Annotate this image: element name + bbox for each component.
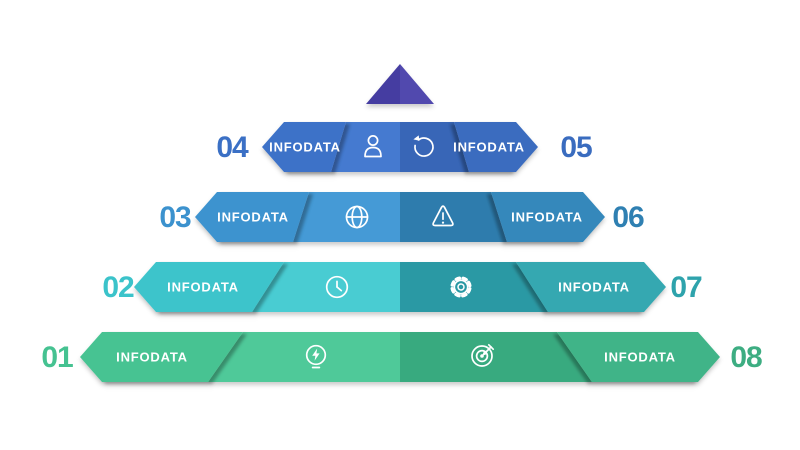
row1-right-banner xyxy=(454,122,538,172)
row1-left-banner xyxy=(262,122,346,172)
row2-right-number: 06 xyxy=(612,201,644,234)
row4-right-banner xyxy=(557,332,720,382)
row3-right-segment xyxy=(400,262,548,312)
row2-left-number: 03 xyxy=(159,201,191,234)
row1-right-number: 05 xyxy=(560,131,592,164)
apex-right-half xyxy=(400,64,434,104)
row4-right-label: INFODATA xyxy=(604,350,676,365)
row3-left-banner xyxy=(134,262,284,312)
gear-icon xyxy=(450,276,472,298)
row4-right-number: 08 xyxy=(730,341,762,374)
row4-right-segment xyxy=(400,332,592,382)
row3-left-label: INFODATA xyxy=(167,280,239,295)
target-icon xyxy=(471,343,495,367)
globe-icon xyxy=(345,205,369,229)
row2-left-banner xyxy=(195,192,309,242)
row2-right-segment xyxy=(400,192,507,242)
row1-left-segment xyxy=(331,122,400,172)
pyramid-row-1 xyxy=(262,122,538,172)
row3-right-banner xyxy=(516,262,666,312)
row3-right-label: INFODATA xyxy=(558,280,630,295)
idea-icon xyxy=(305,344,327,369)
row4-left-number: 01 xyxy=(41,341,73,374)
row4-left-banner xyxy=(80,332,243,382)
apex-left-half xyxy=(366,64,400,104)
pyramid-row-3 xyxy=(134,262,666,312)
refresh-icon xyxy=(413,135,434,157)
row2-left-label: INFODATA xyxy=(217,210,289,225)
row4-left-segment xyxy=(208,332,400,382)
row4-left-label: INFODATA xyxy=(116,350,188,365)
row1-right-segment xyxy=(400,122,469,172)
user-icon xyxy=(364,135,382,158)
pyramid-apex xyxy=(366,64,434,104)
row2-right-label: INFODATA xyxy=(511,210,583,225)
row3-right-number: 07 xyxy=(670,271,702,304)
row1-right-label: INFODATA xyxy=(453,140,525,155)
row3-left-number: 02 xyxy=(102,271,134,304)
pyramid-row-4 xyxy=(80,332,720,382)
row2-right-banner xyxy=(491,192,605,242)
warning-icon xyxy=(432,205,454,227)
row1-left-label: INFODATA xyxy=(269,140,341,155)
pyramid-row-2 xyxy=(195,192,605,242)
clock-icon xyxy=(325,275,349,299)
row1-left-number: 04 xyxy=(216,131,249,164)
